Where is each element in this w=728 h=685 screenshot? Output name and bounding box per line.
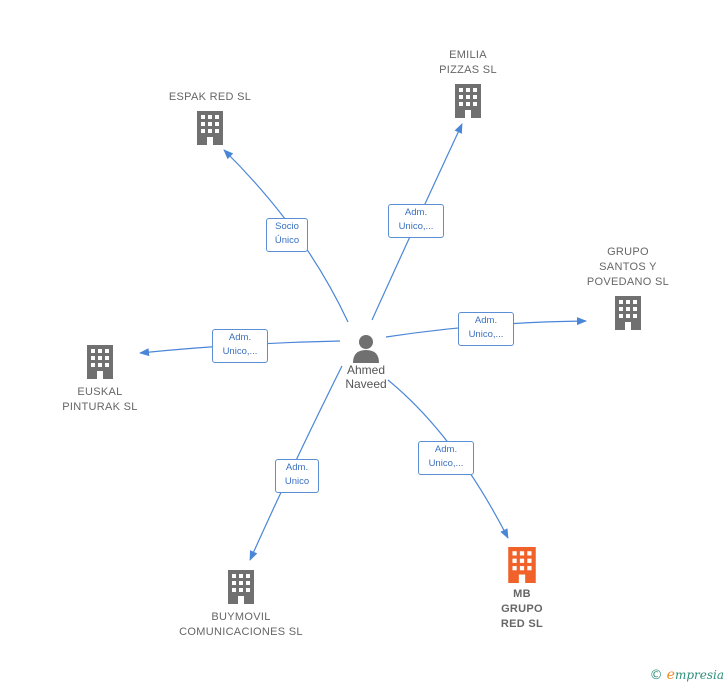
edge-label-mb-grupo[interactable]: Adm. Unico,...: [418, 441, 474, 475]
brand-initial: e: [666, 667, 675, 683]
company-grupo-santos[interactable]: GRUPO SANTOS Y POVEDANO SL: [568, 245, 688, 330]
company-name-mb-grupo: MB GRUPO RED SL: [500, 588, 544, 630]
edge-label-euskal[interactable]: Adm. Unico,...: [212, 329, 268, 363]
person-icon: [353, 335, 379, 363]
building-icon: [87, 345, 113, 379]
edge-label-grupo-santos[interactable]: Adm. Unico,...: [458, 312, 514, 346]
company-name-espak: ESPAK RED SL: [168, 91, 252, 103]
edge-label-emilia[interactable]: Adm. Unico,...: [388, 204, 444, 238]
building-icon: [197, 111, 223, 145]
footer-brand: ©empresia: [650, 667, 724, 683]
company-name-emilia: EMILIA PIZZAS SL: [439, 49, 497, 76]
company-espak[interactable]: ESPAK RED SL: [150, 90, 270, 145]
company-buymovil[interactable]: BUYMOVIL COMUNICACIONES SL: [166, 570, 316, 640]
company-euskal[interactable]: EUSKAL PINTURAK SL: [40, 345, 160, 415]
company-emilia[interactable]: EMILIA PIZZAS SL: [408, 48, 528, 118]
brand-name: mpresia: [674, 668, 724, 682]
building-icon: [228, 570, 254, 604]
company-name-grupo-santos: GRUPO SANTOS Y POVEDANO SL: [586, 246, 670, 288]
edge-label-espak[interactable]: Socio Único: [266, 218, 308, 252]
building-icon: [455, 84, 481, 118]
person-node[interactable]: Ahmed Naveed: [327, 333, 405, 391]
person-name: Ahmed Naveed: [345, 363, 387, 391]
building-icon: [615, 296, 641, 330]
edge-label-buymovil[interactable]: Adm. Unico: [275, 459, 319, 493]
company-name-euskal: EUSKAL PINTURAK SL: [62, 386, 138, 413]
company-mb-grupo[interactable]: MB GRUPO RED SL: [472, 547, 572, 632]
copyright-icon: ©: [649, 668, 663, 683]
building-icon: [508, 547, 536, 583]
company-name-buymovil: BUYMOVIL COMUNICACIONES SL: [179, 611, 303, 638]
